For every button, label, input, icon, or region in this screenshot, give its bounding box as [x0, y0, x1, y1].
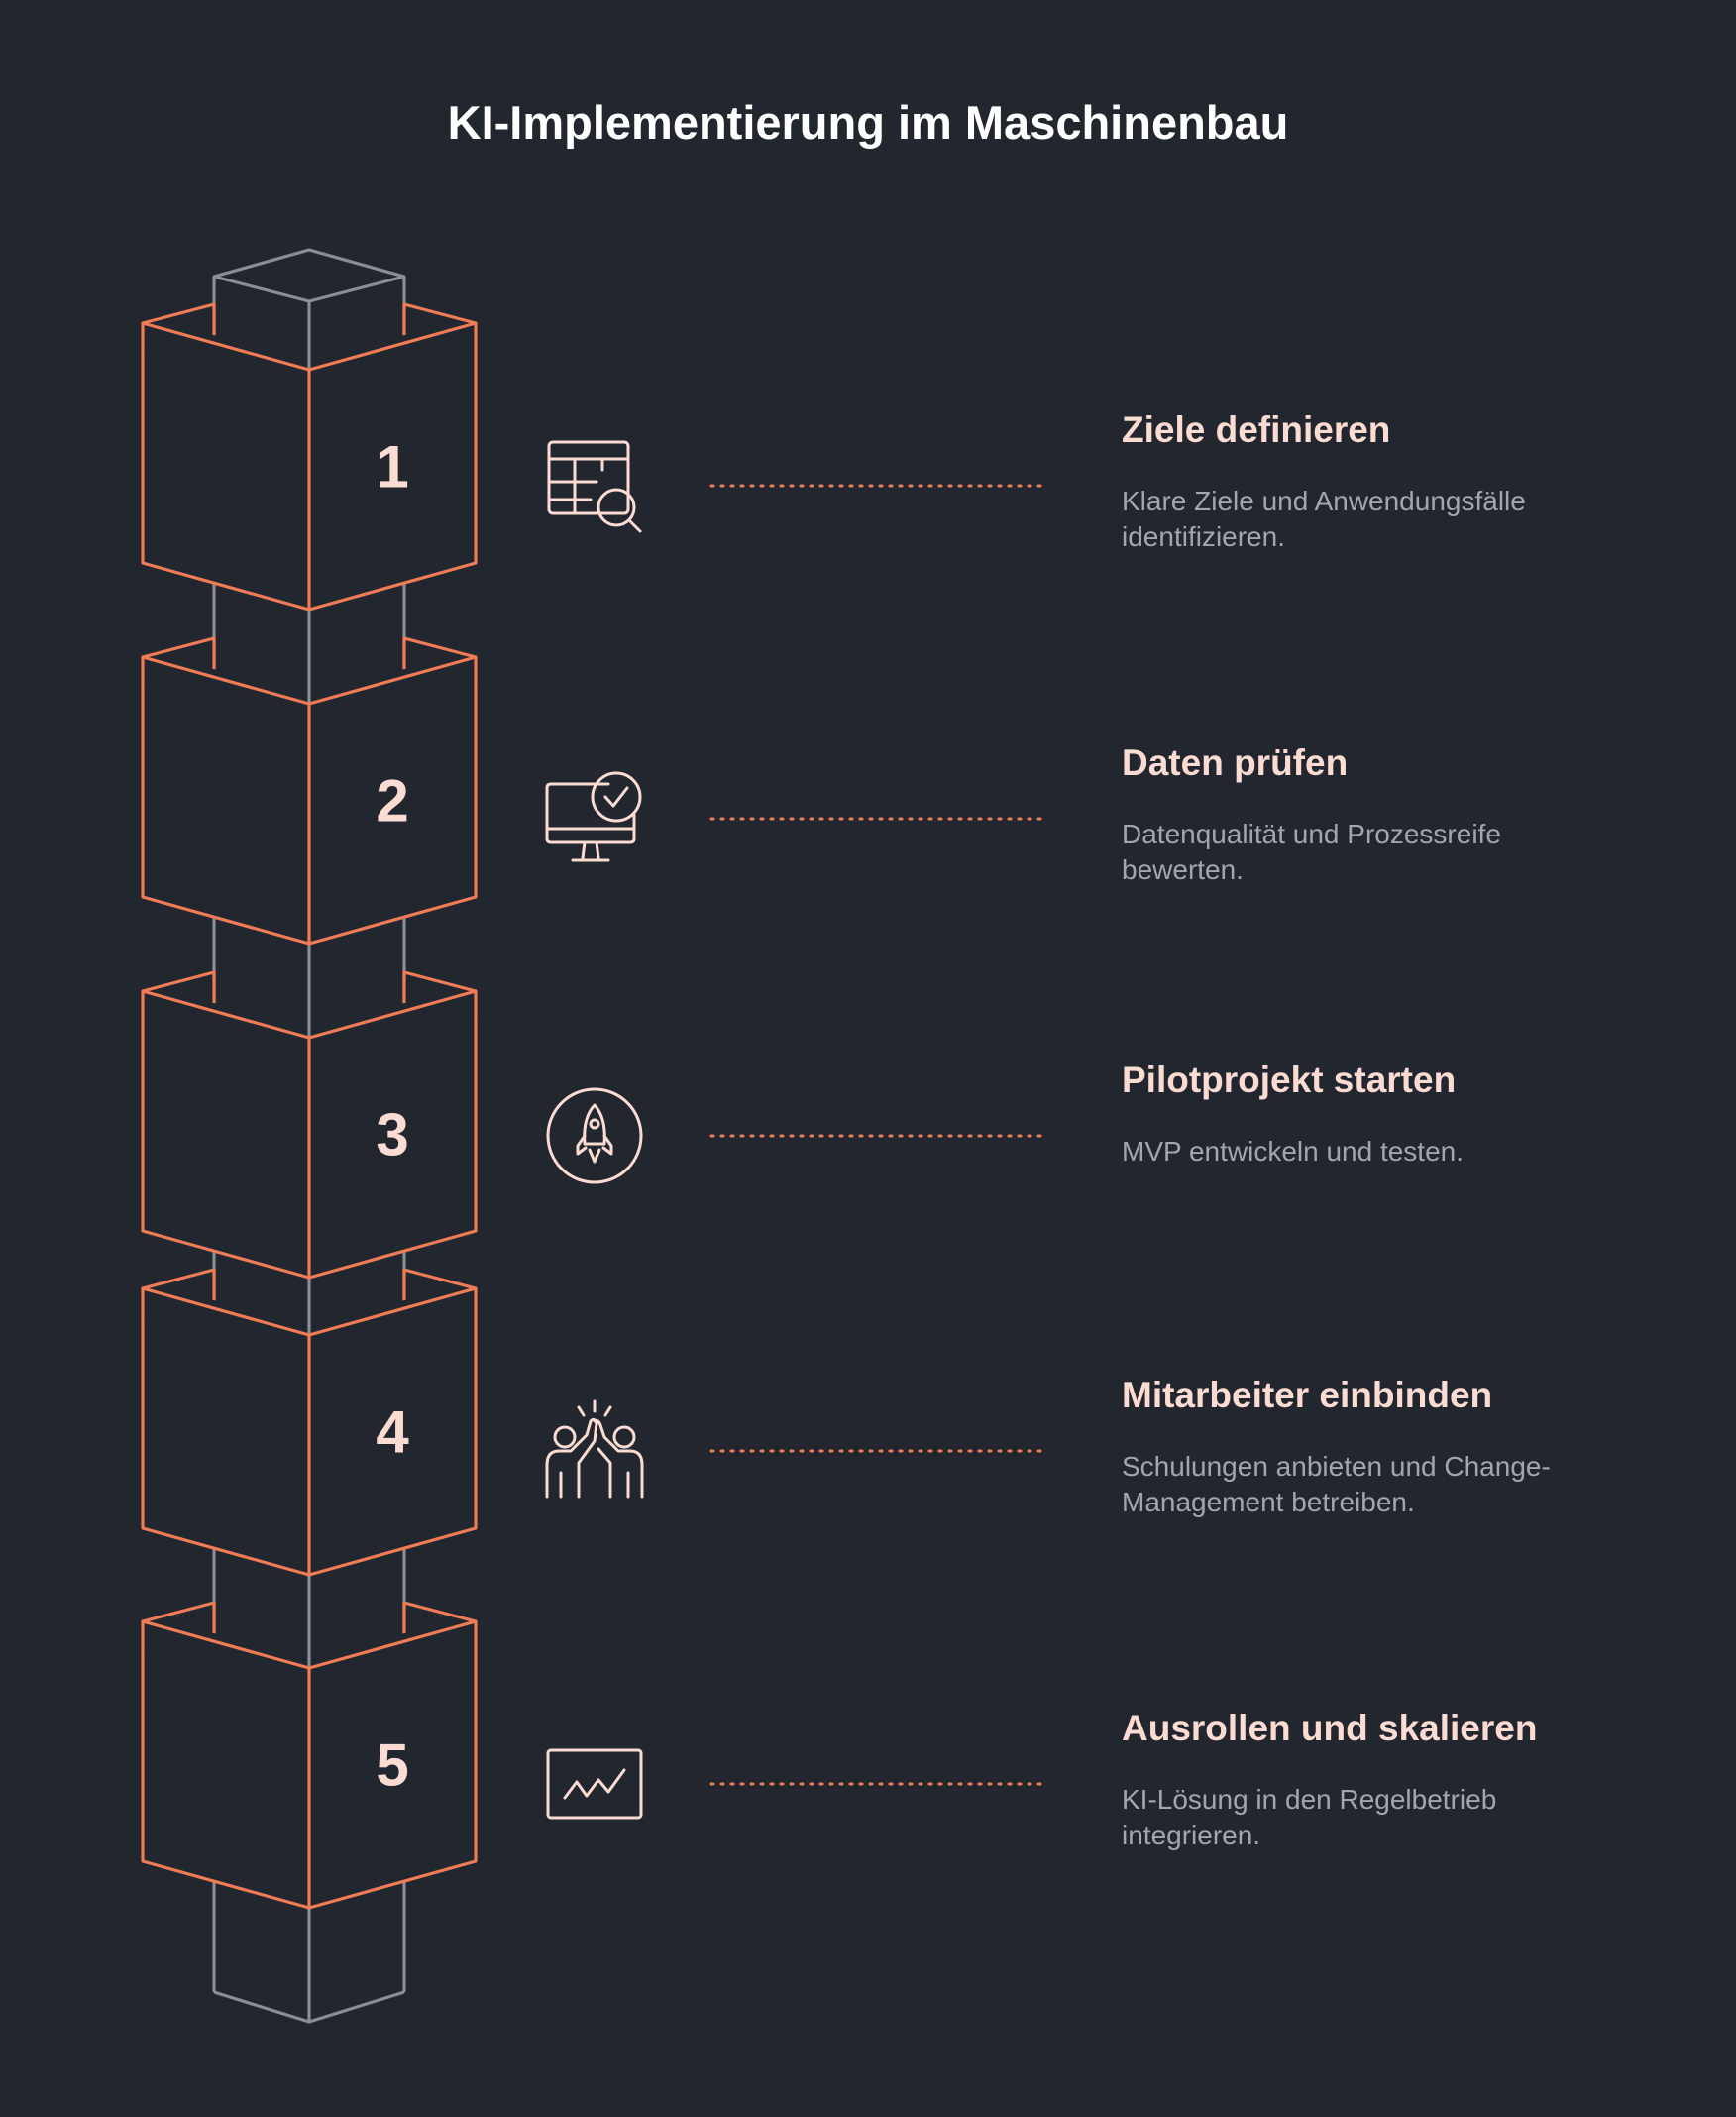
step-description-line: Management betreiben.	[1122, 1487, 1415, 1517]
column-box-2: 2	[141, 636, 478, 946]
box-rim-right	[402, 1601, 477, 1633]
box-rim-left	[142, 1601, 216, 1633]
step-description-line: identifizieren.	[1122, 521, 1285, 552]
column-box-4: 4	[141, 1268, 478, 1577]
step-number-3: 3	[376, 1102, 408, 1169]
step-title: Pilotprojekt starten	[1122, 1059, 1456, 1100]
stacked-column: 1 2 3 4 5	[141, 248, 478, 2024]
high-five-icon	[545, 1399, 644, 1499]
column-box-3: 3	[141, 970, 478, 1280]
step-number-2: 2	[376, 768, 408, 835]
step-description-line: Klare Ziele und Anwendungsfälle	[1122, 486, 1526, 516]
box-rim-left	[142, 970, 216, 1003]
step-title: Daten prüfen	[1122, 742, 1348, 783]
monitor-check-icon	[545, 771, 642, 862]
step-description-line: integrieren.	[1122, 1820, 1260, 1850]
step-description-line: MVP entwickeln und testen.	[1122, 1136, 1464, 1167]
step-title: Mitarbeiter einbinden	[1122, 1375, 1492, 1415]
box-rim-right	[402, 1268, 477, 1300]
step-description-line: bewerten.	[1122, 854, 1244, 885]
column-box-5: 5	[141, 1601, 478, 1910]
rocket-icon	[546, 1087, 643, 1184]
chart-trend-icon	[546, 1748, 643, 1820]
column-box-1: 1	[141, 302, 478, 612]
box-rim-right	[402, 302, 477, 335]
step-description-line: KI-Lösung in den Regelbetrieb	[1122, 1784, 1496, 1815]
step-number-5: 5	[376, 1732, 408, 1799]
table-search-icon	[547, 440, 642, 533]
step-number-1: 1	[376, 434, 408, 501]
box-rim-left	[142, 302, 216, 335]
step-description-line: Schulungen anbieten und Change-	[1122, 1451, 1551, 1482]
step-title: Ausrollen und skalieren	[1122, 1708, 1537, 1748]
step-title: Ziele definieren	[1122, 409, 1390, 450]
box-rim-right	[402, 970, 477, 1003]
column-bottom-edge	[213, 1990, 405, 2024]
page-title: KI-Implementierung im Maschinenbau	[448, 96, 1289, 149]
step-description-line: Datenqualität und Prozessreife	[1122, 819, 1501, 849]
box-rim-right	[402, 636, 477, 669]
box-rim-left	[142, 636, 216, 669]
box-rim-left	[142, 1268, 216, 1300]
step-number-4: 4	[376, 1399, 409, 1466]
